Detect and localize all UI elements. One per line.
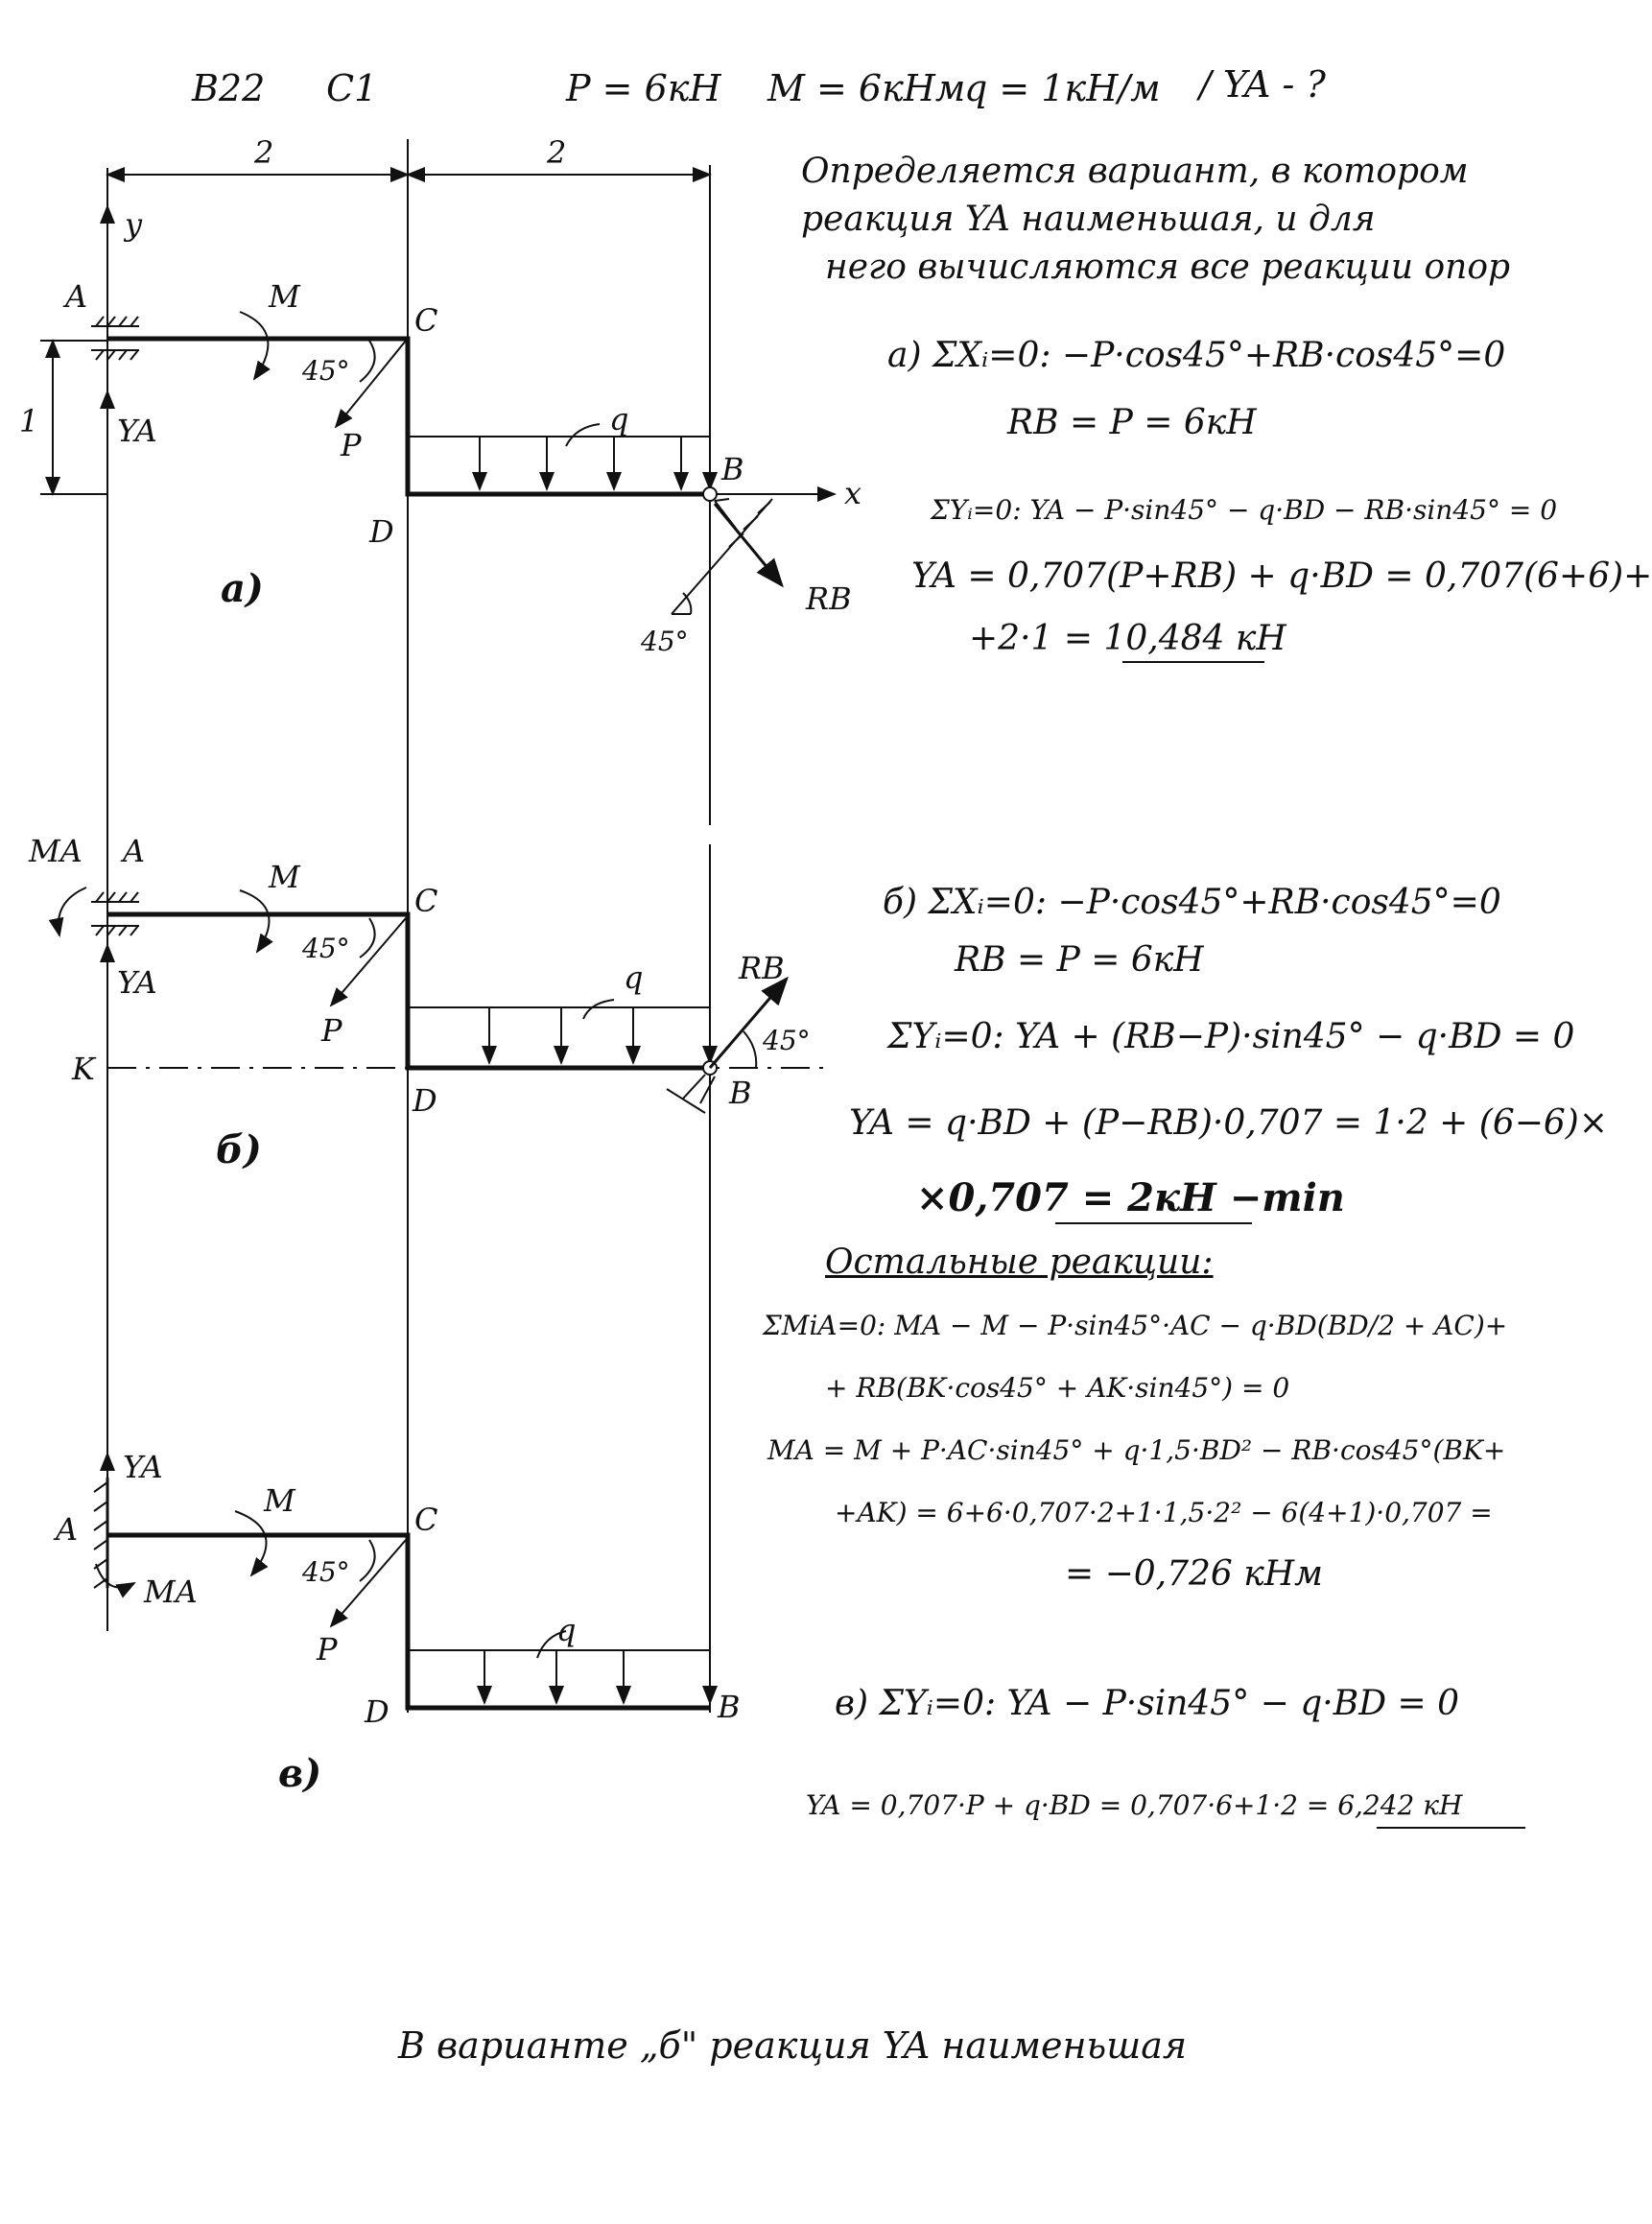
frame-v [107,1532,710,1711]
label-a-3: A [56,1511,79,1548]
label-ya-1: YA [117,413,157,449]
force-p-a [334,340,407,429]
x-axis-label: x [844,475,862,511]
label-b-3: B [718,1689,741,1725]
header-variant: В22 [192,67,266,109]
label-ya-3: YA [123,1449,163,1485]
label-q-2: q [624,959,644,996]
label-d-1: D [369,513,394,550]
intro-line-1: Определяется вариант, в котором [801,152,1469,191]
given-q: q = 1кН/м [964,67,1161,109]
label-p-1: P [341,427,362,463]
unknown-ya: / YA - ? [1199,63,1326,106]
label-p-2: P [321,1012,342,1049]
label-ya-2: YA [117,964,157,1001]
intro-line-2: реакция YA наименьшая, и для [801,200,1376,239]
diagram-v [93,1452,718,1711]
label-d-2: D [413,1082,437,1119]
label-a-1: A [65,278,88,315]
sol-b-line-11: = −0,726 кНм [1065,1554,1324,1594]
force-p-b [329,917,407,1007]
label-m-2: M [269,859,300,895]
label-c-2: C [414,883,438,919]
sol-a-line-3: ΣYᵢ=0: YA − P·sin45° − q·BD − RB·sin45° … [931,494,1558,526]
sol-v-line-2: YA = 0,707·P + q·BD = 0,707·6+1·2 = 6,24… [806,1789,1463,1821]
solution-sheet: { "header": { "variant": "В22", "problem… [19,63,1652,2067]
label-q-1: q [609,401,629,438]
moment-arrow-a [239,311,271,381]
label-m-3: M [264,1482,295,1519]
label-rb-2: RB [739,950,785,986]
label-q-3: q [556,1612,577,1648]
label-p-3: P [317,1631,338,1668]
moment-arrow-b [239,889,273,954]
dim-ac-label: 2 [254,134,274,171]
sol-b-line-10: +AK) = 6+6·0,707·2+1·1,5·2² − 6(4+1)·0,7… [835,1497,1493,1528]
variant-v-label: в) [278,1751,322,1796]
y-axis-label: y [125,206,143,243]
sol-b-line-3: ΣYᵢ=0: YA + (RB−P)·sin45° − q·BD = 0 [887,1017,1575,1056]
dim-cb-label: 2 [547,134,567,171]
label-k: K [72,1051,95,1087]
angle-1: 45° [302,355,350,387]
rb-arrow-a [713,503,784,588]
sol-a-line-1: a) ΣXᵢ=0: −P·cos45°+RB·cos45°=0 [887,336,1506,375]
label-c-3: C [414,1502,438,1538]
sol-b-line-2: RB = P = 6кН [955,940,1204,980]
force-p-v [329,1539,407,1628]
angle-2: 45° [302,933,350,964]
given-p: P = 6кН [566,67,721,109]
sol-b-line-8: + RB(BK·cos45° + AK·sin45°) = 0 [825,1372,1290,1404]
label-m-1: M [269,278,300,315]
sol-b-line-7: ΣMiA=0: MA − M − P·sin45°·AC − q·BD(BD/2… [763,1310,1508,1341]
frame-b [107,911,710,1071]
sol-b-line-9: MA = M + P·AC·sin45° + q·1,5·BD² − RB·co… [767,1434,1506,1466]
ma-arrow-v [95,1563,136,1598]
sol-a-line-4: YA = 0,707(P+RB) + q·BD = 0,707(6+6)+ [911,556,1652,596]
angle-3: 45° [302,1556,350,1588]
angle-incline-1: 45° [641,626,689,657]
diagram-b [48,887,825,1114]
frame-a [107,336,710,497]
angle-rb-2: 45° [763,1025,811,1056]
label-d-3: D [365,1693,389,1730]
mechanics-diagrams [40,139,1525,1829]
sol-b-line-1: б) ΣXᵢ=0: −P·cos45°+RB·cos45°=0 [883,883,1501,922]
conclusion: В варианте „б" реакция YA наименьшая [398,2024,1188,2067]
label-rb-1: RB [806,580,852,617]
sol-a-line-5: +2·1 = 10,484 кН [969,619,1286,658]
sol-b-line-5: ×0,707 = 2кН −min [916,1175,1345,1220]
ma-arrow-b [48,887,87,937]
label-ma-2: MA [29,833,83,869]
label-b-1: B [721,451,744,487]
rb-arrow-b [708,976,789,1069]
sol-b-line-4: YA = q·BD + (P−RB)·0,707 = 1·2 + (6−6)× [849,1103,1608,1143]
dim-height-label: 1 [19,403,39,439]
intro-line-3: него вычисляются все реакции опор [825,248,1511,287]
variant-b-label: б) [216,1127,262,1172]
sol-b-line-6: Остальные реакции: [825,1242,1214,1282]
moment-arrow-v [234,1510,269,1577]
sol-a-line-2: RB = P = 6кН [1007,403,1257,442]
sol-v-line-1: в) ΣYᵢ=0: YA − P·sin45° − q·BD = 0 [835,1684,1460,1723]
label-a-2: A [123,833,146,869]
given-m: M = 6кНм [767,67,966,109]
diagram-a [91,204,837,615]
label-b-2: B [729,1075,752,1111]
label-c-1: C [414,302,438,339]
header-problem: С1 [326,67,378,109]
variant-a-label: a) [221,566,264,611]
label-ma-3: MA [144,1573,198,1610]
